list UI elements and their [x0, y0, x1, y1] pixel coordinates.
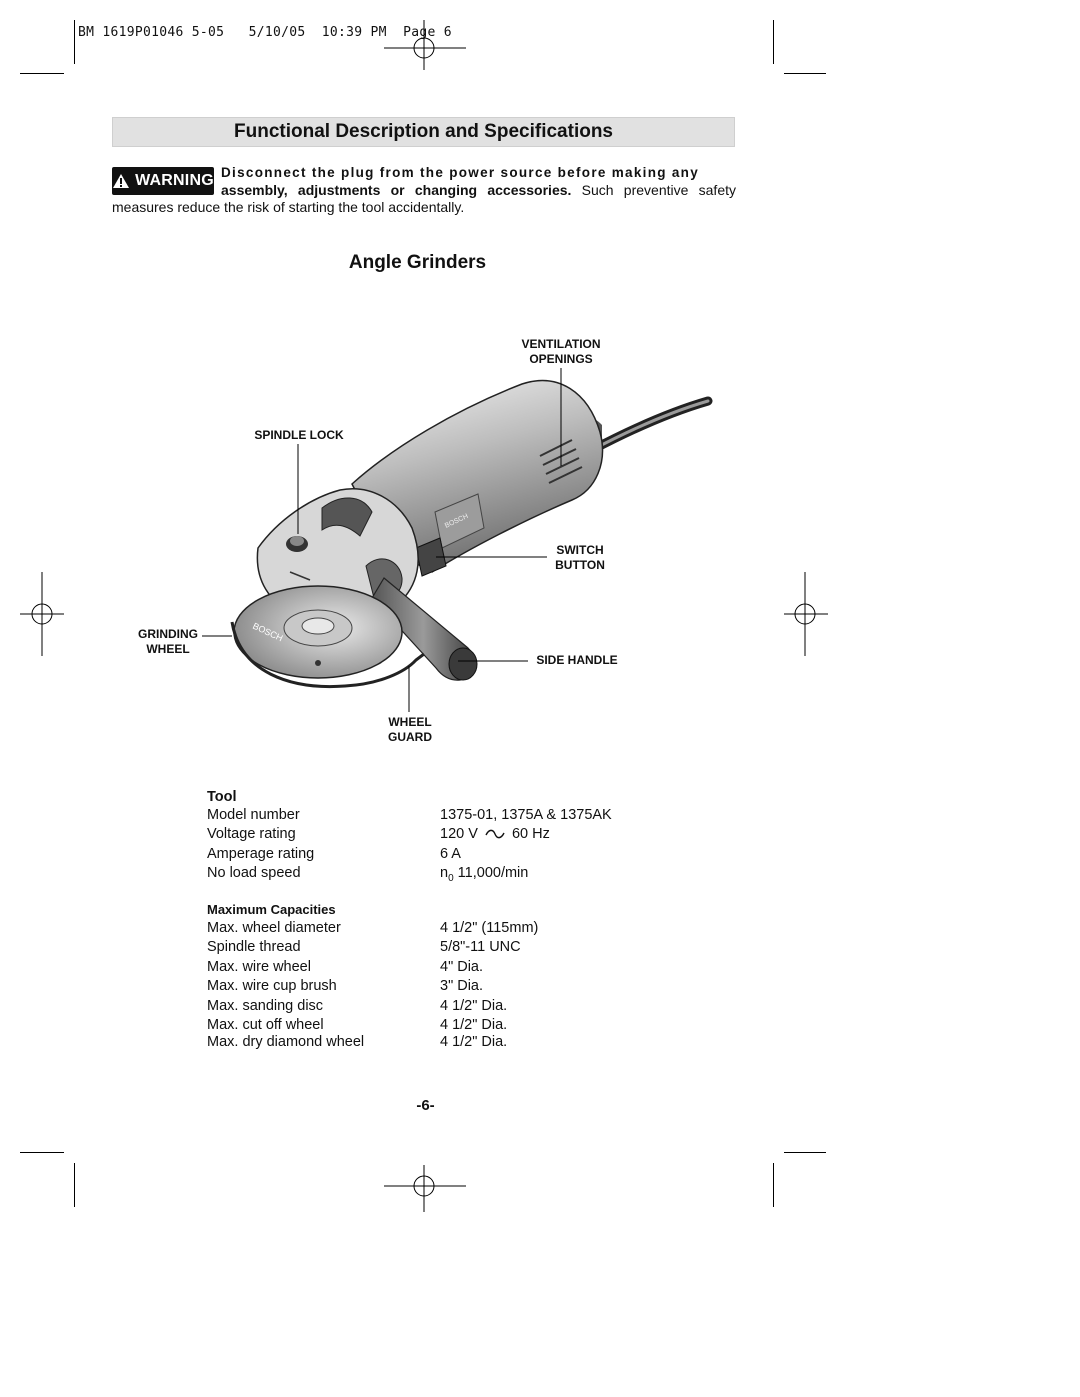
warning-text-rest: Such preventive safety	[581, 182, 736, 198]
spec-value-amperage: 6 A	[440, 846, 461, 862]
callout-ventilation-openings: VENTILATION OPENINGS	[521, 337, 601, 366]
capacity-label: Max. cut off wheel	[207, 1017, 324, 1033]
spec-value-voltage: 120 V 60 Hz	[440, 826, 550, 842]
spec-label-voltage: Voltage rating	[207, 826, 296, 842]
callout-wheel-guard: WHEEL GUARD	[388, 715, 432, 744]
capacity-value: 4 1/2" Dia.	[440, 1034, 508, 1050]
alternating-current-icon	[485, 829, 505, 839]
warning-text-bold: assembly, adjustments or changing access…	[221, 182, 572, 198]
callout-switch-button: SWITCH BUTTON	[555, 543, 605, 572]
warning-triangle-icon	[113, 174, 130, 188]
capacity-label: Max. dry diamond wheel	[207, 1034, 365, 1050]
capacity-value: 4" Dia.	[440, 959, 484, 975]
spec-value-speed: n0 11,000/min	[440, 865, 529, 884]
tool-heading: Tool	[207, 789, 237, 805]
warning-text-line3: measures reduce the risk of starting the…	[112, 199, 465, 215]
spec-value-model: 1375-01, 1375A & 1375AK	[440, 807, 612, 823]
page-number: -6-	[416, 1097, 435, 1114]
capacity-value: 4 1/2" Dia.	[440, 1017, 508, 1033]
callout-grinding-wheel: GRINDING WHEEL	[138, 627, 198, 656]
capacity-label: Spindle thread	[207, 939, 301, 955]
warning-text-line2: assembly, adjustments or changing access…	[221, 182, 736, 198]
callout-side-handle: SIDE HANDLE	[536, 653, 618, 667]
printer-slug: BM 1619P01046 5-05 5/10/05 10:39 PM Page…	[78, 25, 452, 40]
capacity-value: 5/8"-11 UNC	[440, 939, 521, 955]
capacity-value: 3" Dia.	[440, 978, 484, 994]
warning-badge: WARNING	[112, 167, 214, 195]
section-title: Functional Description and Specification…	[234, 121, 613, 142]
warning-text-line1: Disconnect the plug from the power sourc…	[221, 165, 700, 180]
spec-label-model: Model number	[207, 807, 300, 823]
capacity-value: 4 1/2" Dia.	[440, 998, 508, 1014]
capacities-heading: Maximum Capacities	[207, 902, 336, 917]
spec-label-speed: No load speed	[207, 865, 301, 881]
callout-spindle-lock: SPINDLE LOCK	[254, 428, 344, 442]
capacity-label: Max. wire wheel	[207, 959, 311, 975]
spec-label-amperage: Amperage rating	[207, 846, 315, 862]
warning-label: WARNING	[135, 172, 214, 189]
section-title-bar: Functional Description and Specification…	[112, 117, 735, 147]
capacity-label: Max. wheel diameter	[207, 920, 341, 936]
capacity-label: Max. sanding disc	[207, 998, 324, 1014]
capacity-label: Max. wire cup brush	[207, 978, 337, 994]
capacity-value: 4 1/2" (115mm)	[440, 920, 539, 936]
figure-title: Angle Grinders	[348, 252, 487, 273]
